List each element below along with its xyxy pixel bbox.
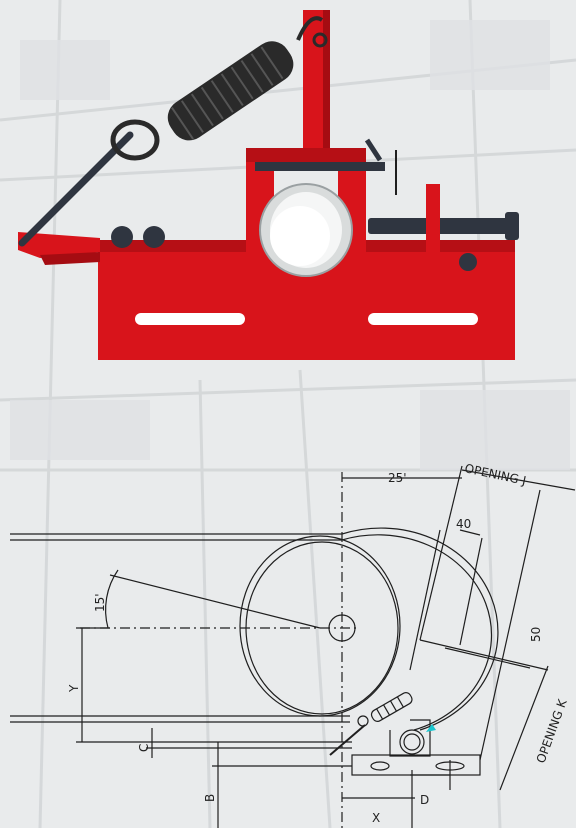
slot-left	[135, 313, 245, 325]
nut	[143, 226, 165, 248]
dim-b-label: B	[203, 794, 217, 802]
dimension-drawing: 25' OPENING J 40 15' 50 OPENING K Y C B …	[10, 461, 576, 828]
pulley	[239, 535, 401, 717]
dim-x-label: X	[372, 811, 380, 825]
left-arm	[18, 232, 100, 258]
dim-50-label: 50	[529, 627, 543, 642]
slot-right	[368, 313, 478, 325]
accent-marker	[426, 724, 436, 732]
drawing-spring	[370, 692, 413, 722]
tension-spring	[167, 41, 294, 141]
dim-40-label: 40	[456, 517, 471, 531]
dim-y-label: Y	[67, 684, 81, 693]
pipe-section	[399, 729, 425, 755]
base-plate	[98, 248, 515, 360]
product-illustration	[18, 10, 519, 360]
dim-c-label: C	[137, 744, 151, 752]
nut	[459, 253, 477, 271]
nut	[111, 226, 133, 248]
angle-top-label: 25'	[388, 471, 407, 485]
opening-k-label: OPENING K	[534, 696, 570, 765]
angle-side-label: 15'	[93, 593, 107, 612]
dim-d-label: D	[420, 793, 429, 807]
right-bolt	[368, 218, 516, 234]
opening-j-label: OPENING J	[463, 461, 527, 488]
